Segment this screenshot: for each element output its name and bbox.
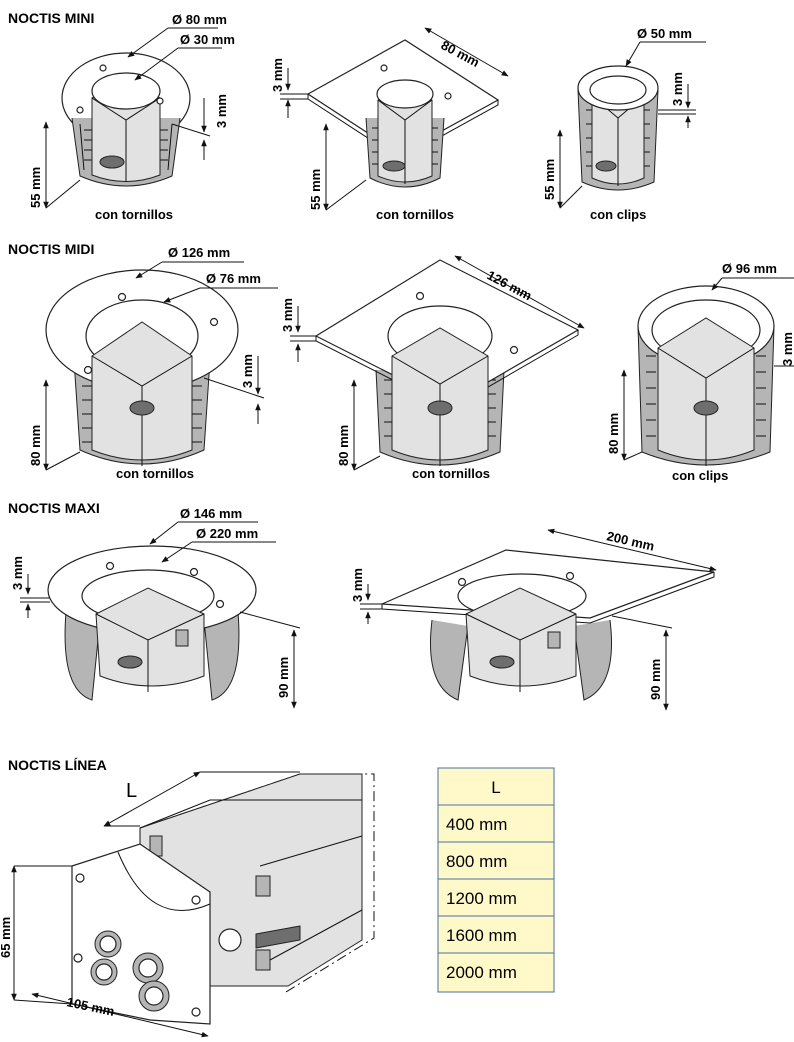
mini-round-thickness: 3 mm (214, 94, 229, 128)
midi-round-caption: con tornillos (116, 466, 194, 481)
mini-clips-dia: Ø 50 mm (637, 26, 692, 41)
mini-round-dia-inner: Ø 30 mm (180, 32, 235, 47)
table-row: 1200 mm (446, 889, 517, 908)
mini-clips-fixture (577, 65, 659, 191)
maxi-square-thickness: 3 mm (350, 568, 365, 602)
mini-square-caption: con tornillos (376, 207, 454, 222)
midi-clips-thickness: 3 mm (780, 332, 794, 366)
table-frame (437, 767, 555, 993)
mini-square-side: 80 mm (439, 37, 482, 70)
section-title-linea: NOCTIS LÍNEA (8, 757, 107, 773)
section-title-midi: NOCTIS MIDI (8, 241, 94, 257)
table-row: 400 mm (446, 815, 507, 834)
length-table: L 400 mm 800 mm 1200 mm 1600 mm 2000 mm (437, 767, 555, 993)
mini-round-height: 55 mm (28, 167, 43, 208)
table-row: 800 mm (446, 852, 507, 871)
table-row: 1600 mm (446, 926, 517, 945)
midi-clips-dia: Ø 96 mm (722, 261, 777, 276)
mini-square-height: 55 mm (308, 169, 323, 210)
table-row: 2000 mm (446, 963, 517, 982)
maxi-square-height: 90 mm (648, 659, 663, 700)
linea-length-label: L (126, 780, 137, 802)
linea-height: 65 mm (0, 917, 13, 958)
midi-round-fixture (45, 269, 239, 466)
mini-clips-height: 55 mm (542, 159, 557, 200)
mini-clips-thickness: 3 mm (670, 72, 685, 106)
linea-profile (71, 773, 375, 1025)
mini-clips-caption: con clips (590, 207, 646, 222)
midi-round-dia-outer: Ø 126 mm (168, 245, 230, 260)
section-title-maxi: NOCTIS MAXI (8, 500, 100, 516)
midi-round-thickness: 3 mm (240, 354, 255, 388)
midi-square-caption: con tornillos (412, 466, 490, 481)
mini-square-thickness: 3 mm (270, 58, 285, 92)
mini-round-caption: con tornillos (95, 207, 173, 222)
midi-square-thickness: 3 mm (280, 298, 295, 332)
midi-square-height: 80 mm (336, 425, 351, 466)
midi-clips-fixture (637, 285, 775, 466)
midi-square-fixture (314, 259, 580, 466)
midi-round-dia-inner: Ø 76 mm (206, 271, 261, 286)
midi-clips-height: 80 mm (606, 413, 621, 454)
maxi-square-fixture (381, 549, 715, 701)
maxi-round-fixture (47, 545, 257, 701)
maxi-round-thickness: 3 mm (10, 556, 25, 590)
section-title-mini: NOCTIS MINI (8, 10, 94, 26)
table-header: L (491, 778, 500, 797)
maxi-round-dia-outer: Ø 220 mm (196, 526, 258, 541)
midi-clips-caption: con clips (672, 468, 728, 483)
maxi-round-dia-inner: Ø 146 mm (180, 506, 242, 521)
mini-round-dia-outer: Ø 80 mm (172, 12, 227, 27)
mini-round-fixture (61, 52, 191, 187)
midi-round-height: 80 mm (28, 425, 43, 466)
maxi-round-height: 90 mm (276, 657, 291, 698)
mini-square-fixture (306, 39, 500, 188)
